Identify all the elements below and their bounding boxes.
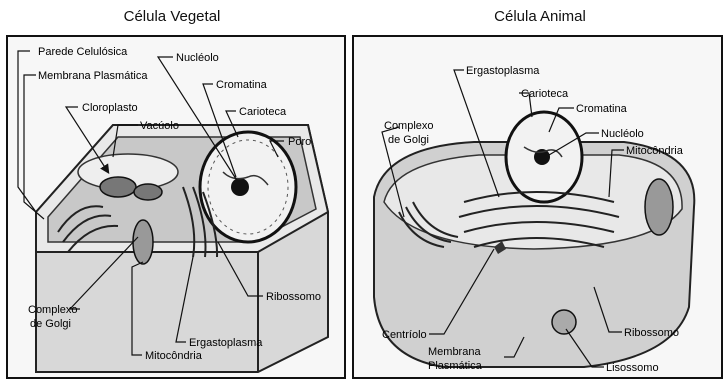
plant-ribossomo-label: Ribossomo: [266, 291, 321, 303]
animal-ergastoplasma-label: Ergastoplasma: [466, 65, 540, 77]
animal-golgi-label-2: de Golgi: [388, 134, 429, 146]
plant-parede-label: Parede Celulósica: [38, 46, 128, 58]
plant-golgi-label-2: de Golgi: [30, 318, 71, 330]
animal-membrana-label-2: Plasmática: [428, 360, 483, 372]
animal-nucleus: [506, 112, 582, 202]
animal-membrana-label-1: Membrana: [428, 346, 481, 358]
animal-cromatina-label: Cromatina: [576, 103, 628, 115]
plant-nucleolo-label: Nucléolo: [176, 52, 219, 64]
plant-cell-panel: Parede Celulósica Membrana Plasmática Nu…: [6, 35, 346, 379]
plant-cloroplasto-label: Cloroplasto: [82, 102, 138, 114]
plant-carioteca-label: Carioteca: [239, 106, 287, 118]
animal-cell-panel: Ergastoplasma Carioteca Cromatina Comple…: [352, 35, 723, 379]
plant-golgi-label-1: Complexo: [28, 304, 78, 316]
plant-cell-diagram: Parede Celulósica Membrana Plasmática Nu…: [8, 37, 344, 377]
plant-poro-label: Poro: [288, 136, 311, 148]
plant-mitochondria-shape: [133, 220, 153, 264]
animal-mitochondria-shape: [645, 179, 673, 235]
animal-ribossomo-label: Ribossomo: [624, 327, 679, 339]
lysosome-shape: [552, 310, 576, 334]
plant-membrana-label: Membrana Plasmática: [38, 70, 148, 82]
animal-cell-diagram: Ergastoplasma Carioteca Cromatina Comple…: [354, 37, 721, 377]
plant-ergastoplasma-label: Ergastoplasma: [189, 337, 263, 349]
animal-golgi-label-1: Complexo: [384, 120, 434, 132]
animal-mitocondria-label: Mitocôndria: [626, 145, 684, 157]
plant-mitocondria-label: Mitocôndria: [145, 350, 203, 362]
animal-lisossomo-label: Lisossomo: [606, 362, 659, 374]
animal-centriolo-label: Centríolo: [382, 329, 427, 341]
animal-nucleolo-label: Nucléolo: [601, 128, 644, 140]
animal-carioteca-label: Carioteca: [521, 88, 569, 100]
plant-vacuolo-label: Vacúolo: [140, 120, 179, 132]
plant-cromatina-label: Cromatina: [216, 79, 268, 91]
plant-cell-title: Célula Vegetal: [72, 8, 272, 25]
animal-cell-title: Célula Animal: [440, 8, 640, 25]
